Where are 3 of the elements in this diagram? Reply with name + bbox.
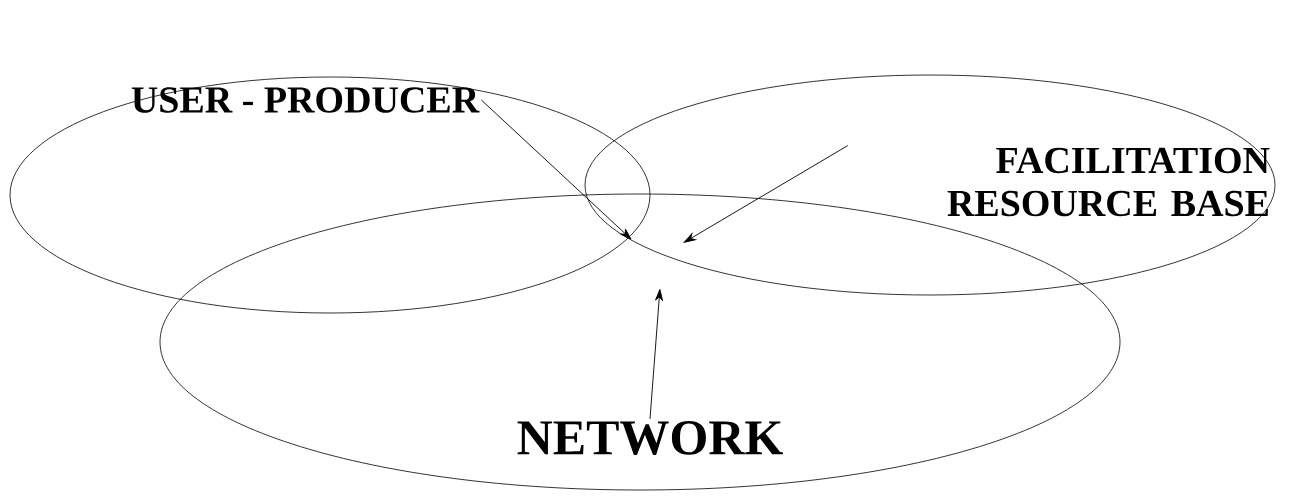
arrow bbox=[480, 99, 632, 240]
arrow bbox=[649, 289, 664, 420]
arrow bbox=[683, 145, 849, 243]
